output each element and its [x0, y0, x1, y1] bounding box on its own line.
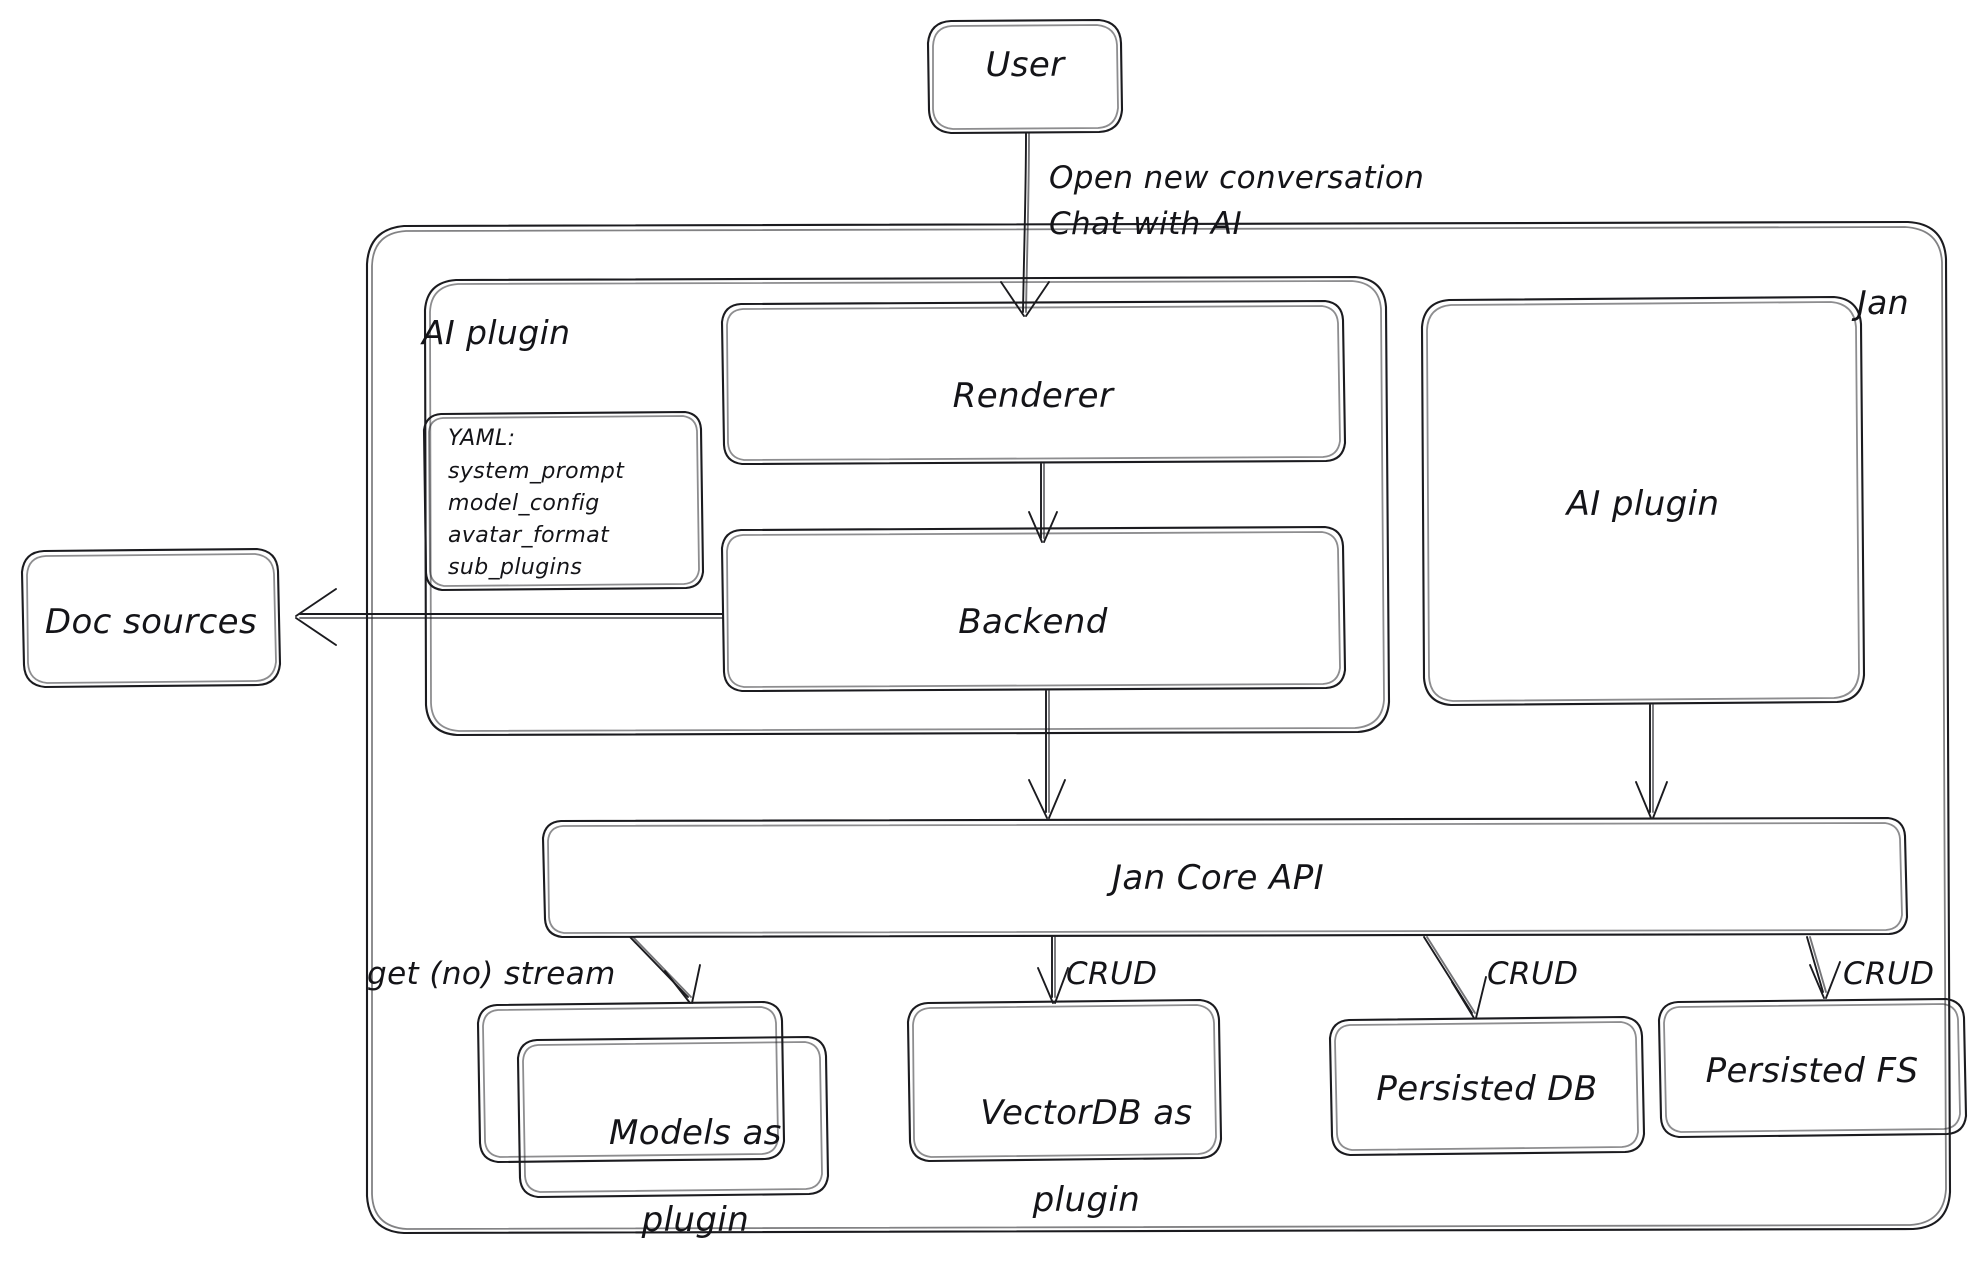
persisted-db-shape	[1328, 1015, 1646, 1157]
renderer-node-label: Renderer	[952, 376, 1114, 416]
yaml-note-line-system-prompt: system_prompt	[448, 459, 625, 484]
edge-user-to-renderer	[1000, 132, 1050, 317]
doc-sources-box-shape	[20, 547, 282, 689]
renderer-box-shape	[720, 299, 1347, 466]
jan-core-api-node-label: Jan Core API	[1111, 858, 1325, 898]
diagram-strokes	[20, 18, 1968, 1235]
edge-label-crud-persisted-fs: CRUD	[1843, 956, 1935, 992]
ai-plugin-node-label: AI plugin	[1566, 484, 1720, 524]
edge-label-get-no-stream: get (no) stream	[367, 956, 616, 992]
edge-core-api-to-persisted-fs	[1806, 936, 1841, 999]
user-node-label: User	[985, 45, 1065, 85]
yaml-note-line-sub-plugins: sub_plugins	[448, 555, 583, 580]
edge-backend-to-doc-sources	[295, 588, 723, 646]
vectordb-as-plugin-shape	[906, 998, 1223, 1163]
ai-plugin-box-shape	[1420, 295, 1866, 707]
edge-core-api-to-vectordb	[1037, 936, 1069, 1004]
backend-box-shape	[720, 525, 1347, 693]
backend-node-label: Backend	[958, 602, 1108, 642]
vectordb-as-plugin-line-2: plugin	[1032, 1179, 1141, 1220]
ai-plugin-group-label: AI plugin	[422, 313, 571, 352]
diagram-canvas: Jan AI plugin User Open new conversation…	[20, 18, 1968, 1240]
doc-sources-node-label: Doc sources	[44, 602, 258, 642]
edge-label-chat-with-ai: Chat with AI	[1049, 206, 1243, 242]
yaml-note-line-avatar-format: avatar_format	[448, 523, 610, 548]
edge-label-crud-vectordb: CRUD	[1066, 956, 1158, 992]
persisted-db-node-label: Persisted DB	[1376, 1069, 1598, 1109]
yaml-note-title: YAML:	[448, 426, 516, 451]
models-as-plugin-node-label: Models as plugin	[564, 1068, 782, 1286]
persisted-fs-shape	[1657, 997, 1968, 1139]
yaml-note-shape	[422, 410, 705, 592]
models-as-plugin-line-1: Models as	[609, 1112, 782, 1153]
edge-core-api-to-persisted-db	[1423, 936, 1487, 1019]
edge-core-api-to-models	[629, 936, 701, 1004]
edge-ai-plugin-to-core-api	[1635, 704, 1668, 819]
edge-backend-to-core-api	[1028, 690, 1066, 819]
edge-renderer-to-backend	[1028, 463, 1058, 543]
edge-label-open-new-conversation: Open new conversation	[1049, 160, 1425, 196]
vectordb-as-plugin-node-label: VectorDB as plugin	[935, 1048, 1192, 1266]
vectordb-as-plugin-line-1: VectorDB as	[980, 1092, 1193, 1133]
jan-container-label: Jan	[1857, 283, 1910, 322]
models-as-plugin-line-2: plugin	[641, 1199, 750, 1240]
jan-container-shape	[365, 220, 1952, 1235]
persisted-fs-node-label: Persisted FS	[1705, 1051, 1919, 1091]
models-as-plugin-shape	[476, 1000, 830, 1199]
edge-label-crud-persisted-db: CRUD	[1487, 956, 1579, 992]
yaml-note-line-model-config: model_config	[448, 491, 600, 516]
jan-core-api-shape	[541, 816, 1909, 939]
ai-plugin-group-shape	[423, 275, 1391, 737]
user-box-shape	[926, 18, 1124, 135]
